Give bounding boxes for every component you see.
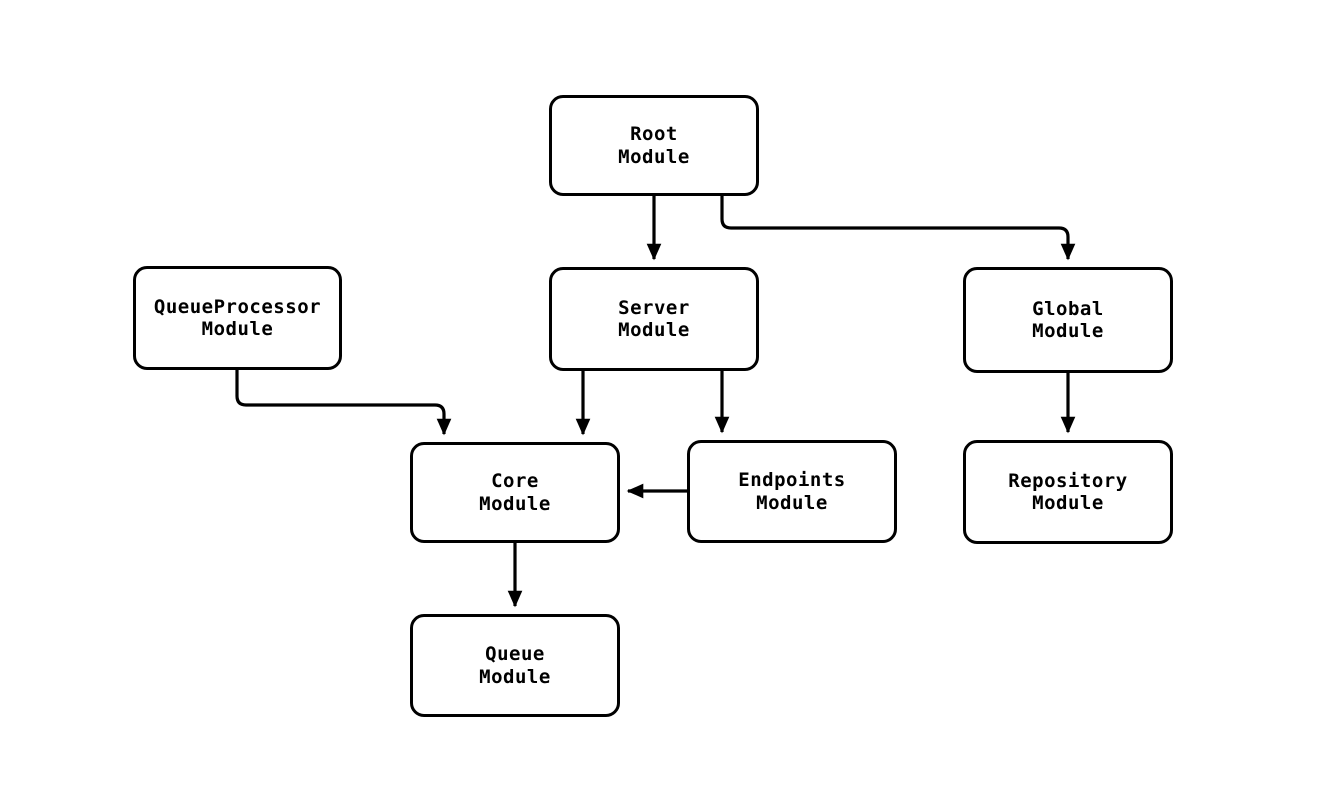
edge-root-to-global: [720, 196, 1076, 261]
node-core-module[interactable]: Core Module: [410, 442, 620, 543]
edge-queueprocessor-to-core: [235, 370, 452, 436]
node-label: QueueProcessor Module: [153, 295, 322, 340]
node-label: Global Module: [1032, 297, 1104, 342]
node-label: Root Module: [618, 123, 690, 168]
node-label: Repository Module: [1008, 469, 1128, 514]
node-root-module[interactable]: Root Module: [549, 95, 759, 196]
node-repository-module[interactable]: Repository Module: [963, 440, 1173, 544]
node-label: Endpoints Module: [738, 469, 846, 514]
node-label: Queue Module: [479, 643, 551, 688]
node-endpoints-module[interactable]: Endpoints Module: [687, 440, 897, 543]
node-label: Core Module: [479, 470, 551, 515]
node-server-module[interactable]: Server Module: [549, 267, 759, 371]
node-global-module[interactable]: Global Module: [963, 267, 1173, 373]
node-queueprocessor-module[interactable]: QueueProcessor Module: [133, 266, 342, 370]
node-queue-module[interactable]: Queue Module: [410, 614, 620, 717]
node-label: Server Module: [618, 296, 690, 341]
